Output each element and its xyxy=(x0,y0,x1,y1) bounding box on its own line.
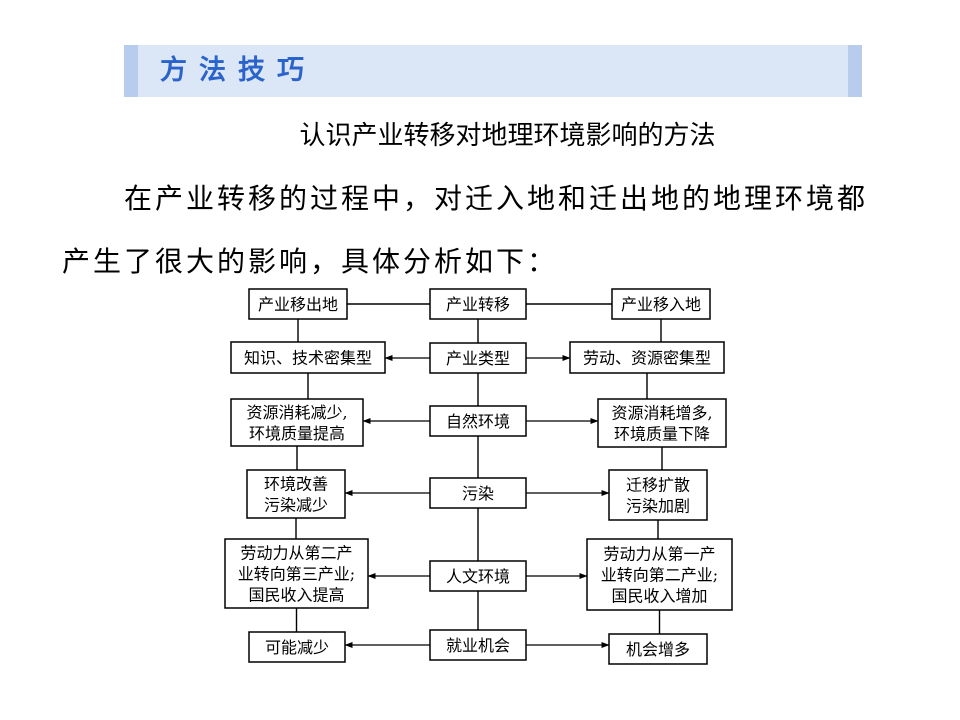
node-box xyxy=(246,469,346,519)
node-label: 业转向第三产业; xyxy=(238,565,355,584)
node-box xyxy=(597,398,727,448)
node-box xyxy=(429,477,527,509)
node-box xyxy=(230,398,364,447)
node-label: 劳动力从第一产 xyxy=(603,545,715,564)
node-box xyxy=(248,631,346,663)
node-right-transfer: 产业移入地 xyxy=(611,288,711,320)
node-left-nature: 资源消耗减少, 环境质量提高 xyxy=(230,398,364,447)
node-label: 劳动、资源密集型 xyxy=(583,349,711,368)
node-center-type: 产业类型 xyxy=(429,342,527,374)
section-banner: 方法技巧 xyxy=(124,45,862,97)
node-label: 产业转移 xyxy=(446,295,510,314)
node-label: 劳动力从第二产 xyxy=(240,544,352,563)
node-box xyxy=(611,288,711,320)
node-box xyxy=(230,341,386,374)
node-label: 机会增多 xyxy=(626,640,690,659)
node-label: 产业移入地 xyxy=(621,295,701,314)
node-label: 产业类型 xyxy=(446,349,510,368)
node-label: 人文环境 xyxy=(446,567,510,586)
node-label: 资源消耗减少, xyxy=(246,403,347,422)
node-label: 自然环境 xyxy=(446,412,510,431)
node-right-nature: 资源消耗增多, 环境质量下降 xyxy=(597,398,727,448)
node-box xyxy=(429,629,527,661)
banner-right-accent xyxy=(848,45,862,97)
node-box xyxy=(586,538,733,611)
node-label: 就业机会 xyxy=(446,636,510,655)
node-label: 产业移出地 xyxy=(258,295,338,314)
node-center-pollution: 污染 xyxy=(429,477,527,509)
node-label: 国民收入提高 xyxy=(248,586,344,605)
node-label: 国民收入增加 xyxy=(611,587,707,606)
paragraph-line-2: 产生了很大的影响，具体分析如下： xyxy=(62,245,559,278)
node-label: 环境质量提高 xyxy=(249,424,345,443)
node-label: 迁移扩散 xyxy=(626,476,690,495)
node-right-type: 劳动、资源密集型 xyxy=(569,341,725,374)
node-box xyxy=(429,288,527,320)
node-box xyxy=(608,633,708,665)
node-center-transfer: 产业转移 xyxy=(429,288,527,320)
node-box xyxy=(569,341,725,374)
node-box xyxy=(429,560,527,592)
paragraph-line-1: 在产业转移的过程中，对迁入地和迁出地的地理环境都 xyxy=(124,182,869,215)
node-label: 环境改善 xyxy=(264,475,328,494)
node-label: 污染 xyxy=(462,484,494,503)
node-label: 业转向第二产业; xyxy=(601,566,718,585)
node-left-transfer: 产业移出地 xyxy=(248,288,348,320)
node-label: 知识、技术密集型 xyxy=(244,349,372,368)
node-label: 资源消耗增多, xyxy=(611,404,712,423)
node-box xyxy=(224,538,369,609)
node-center-nature: 自然环境 xyxy=(429,405,527,437)
diagram-edges xyxy=(295,303,663,648)
node-box xyxy=(429,342,527,374)
node-label: 可能减少 xyxy=(265,638,329,657)
banner-left-accent xyxy=(124,45,138,97)
node-box xyxy=(429,405,527,437)
node-box xyxy=(248,288,348,320)
node-right-jobs: 机会增多 xyxy=(608,633,708,665)
node-center-jobs: 就业机会 xyxy=(429,629,527,661)
node-label: 污染加剧 xyxy=(626,497,690,516)
section-heading: 认识产业转移对地理环境影响的方法 xyxy=(299,121,716,151)
node-label: 污染减少 xyxy=(264,496,328,515)
banner-title: 方法技巧 xyxy=(160,55,316,86)
node-center-human: 人文环境 xyxy=(429,560,527,592)
node-left-type: 知识、技术密集型 xyxy=(230,341,386,374)
node-label: 环境质量下降 xyxy=(614,425,710,444)
node-left-jobs: 可能减少 xyxy=(248,631,346,663)
node-box xyxy=(608,469,708,521)
